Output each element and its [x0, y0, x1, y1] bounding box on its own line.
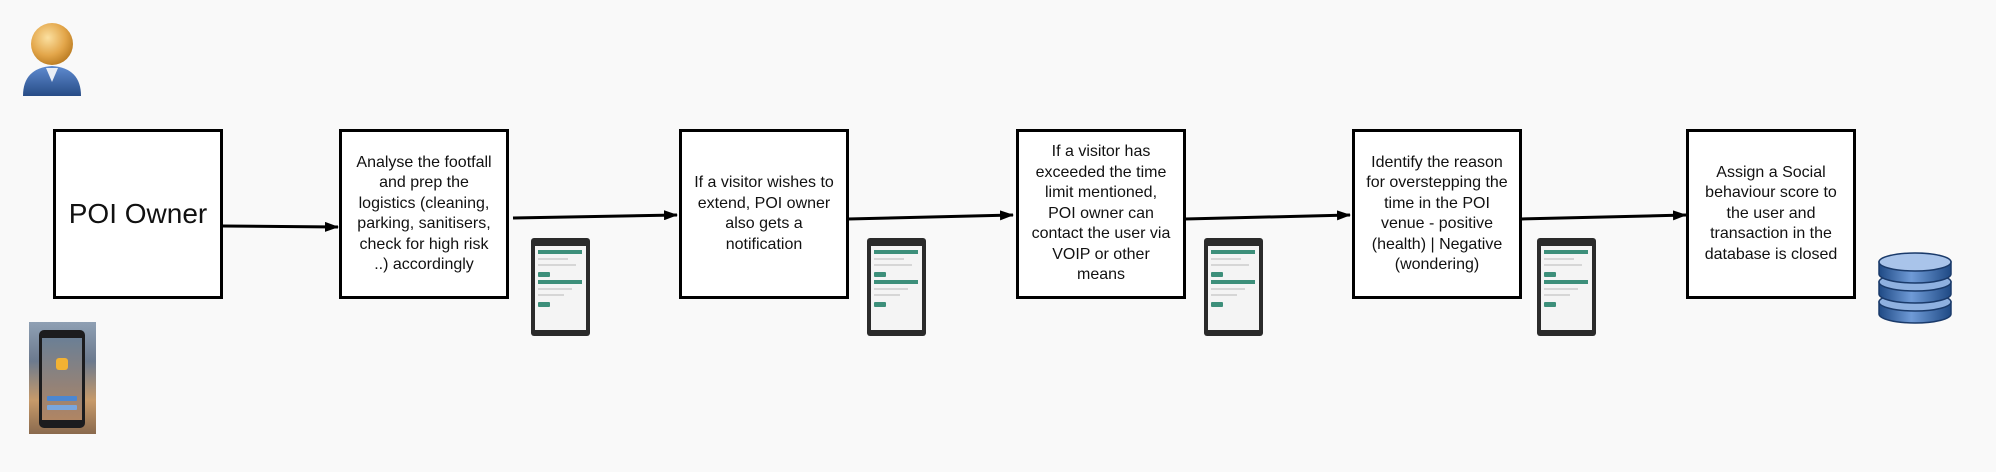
step-label: If a visitor has exceeded the time limit…: [1031, 143, 1171, 284]
phone-screen-icon: [531, 238, 590, 336]
step-label: Assign a Social behaviour score to the u…: [1704, 163, 1838, 263]
arrow-4: [1184, 210, 1351, 221]
step-box-exceeded: If a visitor has exceeded the time limit…: [1016, 129, 1186, 299]
mobile-app-screenshot: [29, 322, 96, 434]
step-label: POI Owner: [68, 198, 208, 229]
step-box-assign: Assign a Social behaviour score to the u…: [1686, 129, 1856, 299]
arrow-1: [221, 221, 339, 232]
step-label: If a visitor wishes to extend, POI owner…: [694, 174, 834, 253]
step-box-analyse: Analyse the footfall and prep the logist…: [339, 129, 509, 299]
step-label: Identify the reason for overstepping the…: [1366, 153, 1508, 274]
phone-screen-icon: [1204, 238, 1263, 336]
step-label: Analyse the footfall and prep the logist…: [356, 153, 492, 274]
arrow-3: [847, 210, 1014, 221]
phone-screen-icon: [1537, 238, 1596, 336]
arrow-5: [1520, 210, 1687, 221]
step-box-extend: If a visitor wishes to extend, POI owner…: [679, 129, 849, 299]
user-icon: [23, 23, 81, 96]
arrow-2: [512, 210, 678, 221]
database-icon: [1878, 252, 1952, 324]
step-box-identify: Identify the reason for overstepping the…: [1352, 129, 1522, 299]
phone-screen-icon: [867, 238, 926, 336]
step-box-poi-owner: POI Owner: [53, 129, 223, 299]
